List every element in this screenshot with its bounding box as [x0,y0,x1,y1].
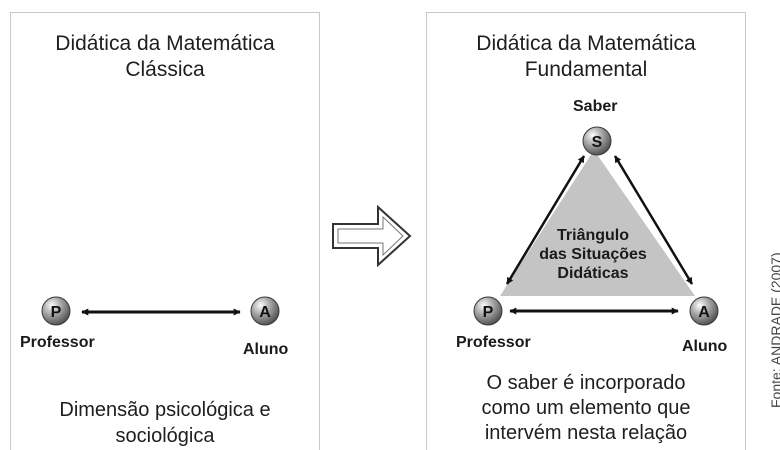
saber-professor-arrow [505,155,586,285]
transition-arrow-icon [332,204,412,268]
left-aluno-label: Aluno [243,341,289,358]
right-aluno-label: Aluno [682,338,728,355]
transition-arrow-inner [337,215,404,257]
right-professor-node: P [473,296,503,326]
left-professor-label: Professor [20,334,95,351]
right-title-line1: Didática da Matemática [476,32,696,55]
left-caption-line2: sociológica [115,425,215,447]
triangle-label: Triângulo das Situações Didáticas [536,226,650,283]
right-caption-line2: como um elemento que [481,397,691,419]
source-credit: Fonte: ANDRADE (2007) [768,252,780,408]
left-panel: Didática da Matemática Clássica Dimensão… [10,12,320,450]
left-professor-letter: P [51,304,62,321]
left-title-line1: Didática da Matemática [55,32,275,55]
left-aluno-node: A [250,296,280,326]
right-saber-node: S [582,126,612,156]
left-professor-node: P [41,296,71,326]
left-title-line2: Clássica [125,58,205,81]
right-saber-letter: S [592,134,603,151]
left-aluno-letter: A [259,304,271,321]
saber-aluno-arrow [613,155,694,285]
right-saber-label: Saber [573,98,618,115]
right-aluno-node: A [689,296,719,326]
right-caption-line1: O saber é incorporado [486,372,686,394]
triangle-label-line2: das Situações [539,246,647,263]
triangle-label-line3: Didáticas [557,265,629,282]
right-panel: Didática da Matemática Fundamental O sab… [426,12,746,450]
right-professor-label: Professor [456,334,531,351]
left-caption-line1: Dimensão psicológica e [59,399,271,421]
right-aluno-letter: A [698,304,710,321]
right-professor-letter: P [483,304,494,321]
triangle-label-line1: Triângulo [557,227,629,244]
right-caption-line3: intervém nesta relação [484,422,688,444]
right-title-line2: Fundamental [524,58,648,81]
